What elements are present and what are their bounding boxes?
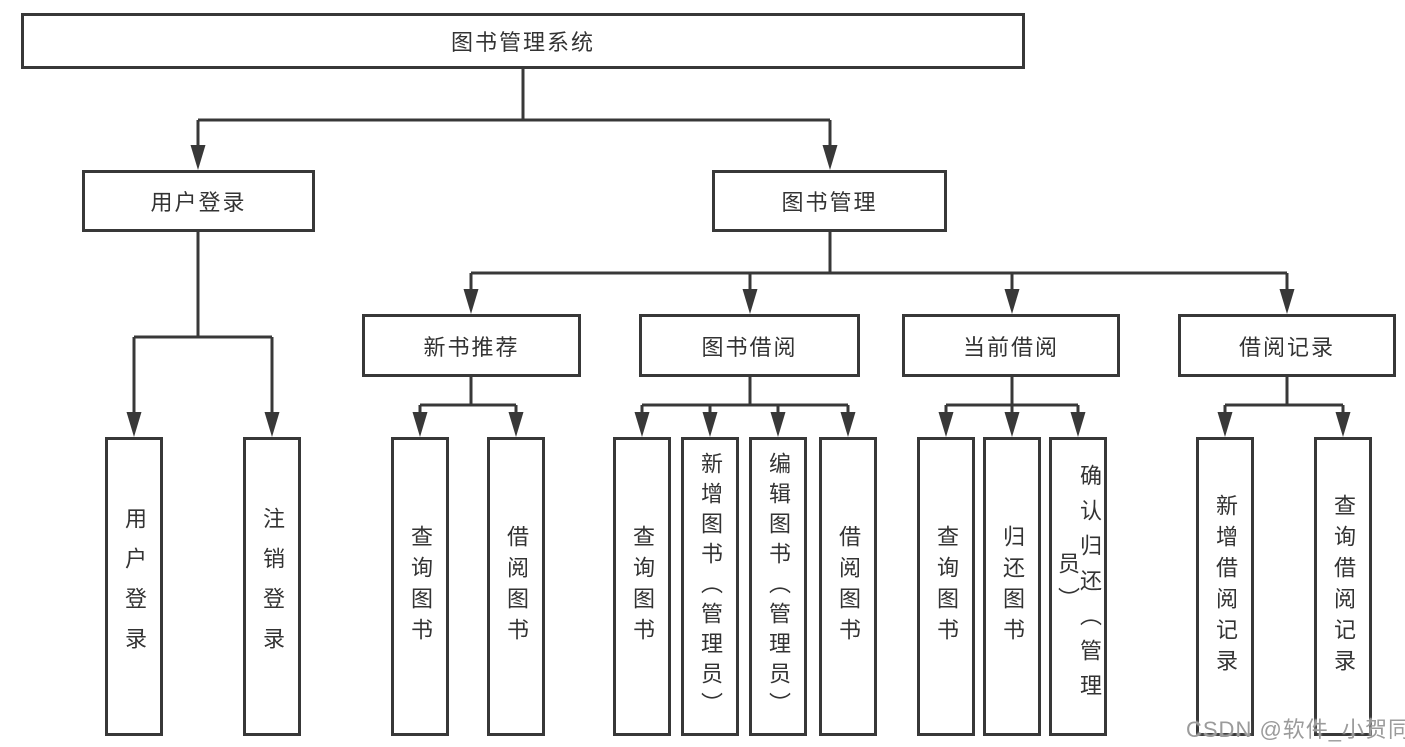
- leaf-user-login: 用户登录: [105, 437, 163, 736]
- node-borrow-records: 借阅记录: [1178, 314, 1396, 377]
- node-library-management-system: 图书管理系统: [21, 13, 1025, 69]
- leaf-query-book-2: 查询图书: [613, 437, 671, 736]
- leaf-return-book: 归还图书: [983, 437, 1041, 736]
- node-book-management: 图书管理: [712, 170, 947, 232]
- leaf-query-book-1: 查询图书: [391, 437, 449, 736]
- leaf-query-book-3: 查询图书: [917, 437, 975, 736]
- node-book-borrow: 图书借阅: [639, 314, 860, 377]
- leaf-logout-login: 注销登录: [243, 437, 301, 736]
- csdn-watermark: CSDN @软件_小贺同学: [1186, 717, 1405, 742]
- node-current-borrow: 当前借阅: [902, 314, 1120, 377]
- leaf-add-borrow-record: 新增借阅记录: [1196, 437, 1254, 736]
- leaf-add-book-admin: 新增图书（管理员）: [681, 437, 739, 736]
- leaf-edit-book-admin: 编辑图书（管理员）: [749, 437, 807, 736]
- leaf-confirm-return-admin: 确认归还（管理员）: [1049, 437, 1107, 736]
- leaf-query-borrow-record: 查询借阅记录: [1314, 437, 1372, 736]
- node-new-book-recommend: 新书推荐: [362, 314, 581, 377]
- leaf-borrow-book-1: 借阅图书: [487, 437, 545, 736]
- leaf-borrow-book-2: 借阅图书: [819, 437, 877, 736]
- arrowheads: [126, 145, 1351, 437]
- node-user-login: 用户登录: [82, 170, 315, 232]
